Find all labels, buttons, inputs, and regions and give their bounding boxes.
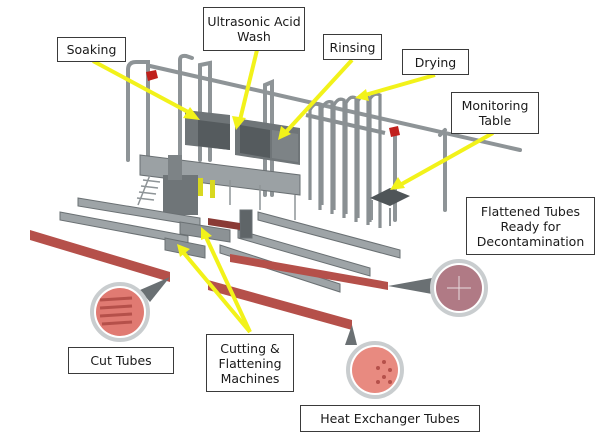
crane-hoist: [146, 70, 400, 137]
label-soaking: Soaking: [57, 37, 126, 62]
label-ultrasonic-acid-wash: Ultrasonic Acid Wash: [203, 7, 305, 51]
label-heat-exchanger-tubes: Heat Exchanger Tubes: [300, 405, 480, 432]
label-cut-tubes: Cut Tubes: [68, 347, 174, 374]
flattened-tubes-detail: [430, 259, 488, 317]
label-drying: Drying: [402, 49, 469, 75]
label-rinsing: Rinsing: [323, 34, 382, 60]
heat-exchanger-tubes-detail: [346, 341, 404, 399]
label-monitoring-table: Monitoring Table: [451, 92, 539, 134]
drying-station: [305, 92, 386, 228]
cut-tubes-detail: [90, 282, 150, 342]
label-flattened-tubes: Flattened Tubes Ready for Decontaminatio…: [466, 197, 595, 255]
tank-platform: [136, 110, 301, 220]
leader-arrows: [92, 49, 494, 334]
conveyors: [59, 197, 401, 293]
zoom-cones: [140, 277, 432, 345]
monitoring-table: [370, 188, 410, 226]
tube-bundles: [30, 218, 388, 330]
label-cutting-flattening-machines: Cutting & Flattening Machines: [206, 334, 294, 392]
